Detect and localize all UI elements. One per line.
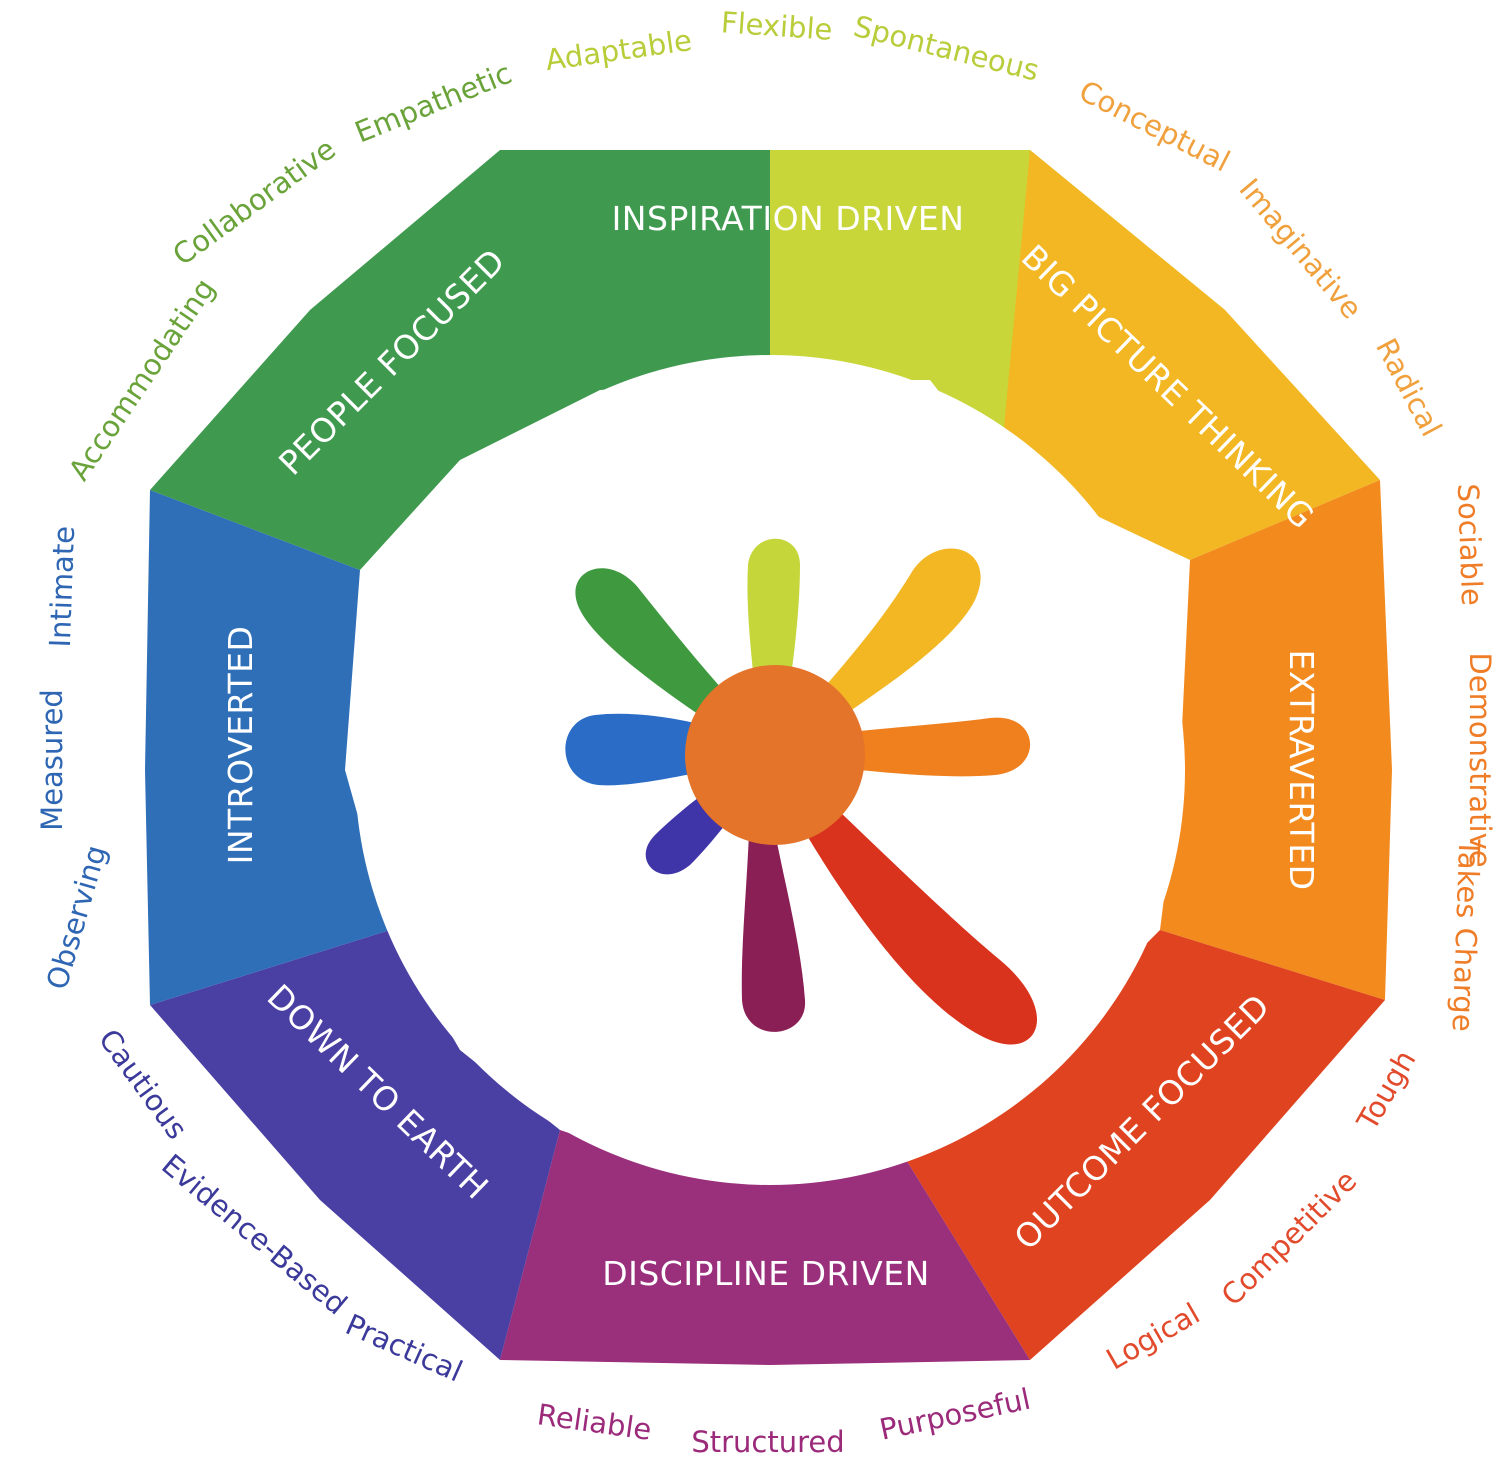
trait-practical: Practical [341,1307,468,1388]
trait-reliable: Reliable [535,1397,654,1447]
segment-people-focused [150,150,770,570]
label-introverted: INTROVERTED [221,626,260,865]
label-discipline-driven: DISCIPLINE DRIVEN [602,1254,930,1293]
segment-big-picture-thinking [1000,150,1380,560]
trait-imaginative: Imaginative [1232,172,1368,325]
segment-introverted [145,490,390,1005]
trait-spontaneous: Spontaneous [850,9,1042,88]
trait-demonstrative: Demonstrative [1463,652,1497,867]
segment-outcome-focused [900,930,1385,1360]
label-extraverted: EXTRAVERTED [1282,650,1321,891]
octagon-ring [145,150,1392,1365]
trait-flexible: Flexible [720,5,834,47]
trait-adaptable: Adaptable [543,23,694,77]
splat-core [685,665,865,845]
trait-collaborative: Collaborative [166,132,341,272]
trait-purposeful: Purposeful [877,1382,1034,1447]
trait-radical: Radical [1369,333,1449,442]
trait-takes-charge: Takes Charge [1446,837,1487,1032]
trait-competitive: Competitive [1215,1164,1364,1313]
trait-measured: Measured [35,689,69,831]
trait-sociable: Sociable [1451,483,1489,606]
label-inspiration-driven: INSPIRATION DRIVEN [612,199,965,238]
trait-intimate: Intimate [43,525,81,648]
segment-down-to-earth [150,930,560,1360]
segment-discipline-driven [500,1130,1030,1365]
splat-arm-red [770,755,1038,1045]
trait-conceptual: Conceptual [1074,74,1236,179]
trait-observing: Observing [40,841,114,993]
trait-empathetic: Empathetic [350,56,516,150]
segment-extraverted [1160,480,1392,1000]
trait-logical: Logical [1100,1296,1205,1376]
trait-cautious: Cautious [92,1023,194,1146]
trait-structured: Structured [691,1425,844,1459]
trait-tough: Tough [1350,1044,1423,1136]
center-splat-icon [565,538,1038,1045]
